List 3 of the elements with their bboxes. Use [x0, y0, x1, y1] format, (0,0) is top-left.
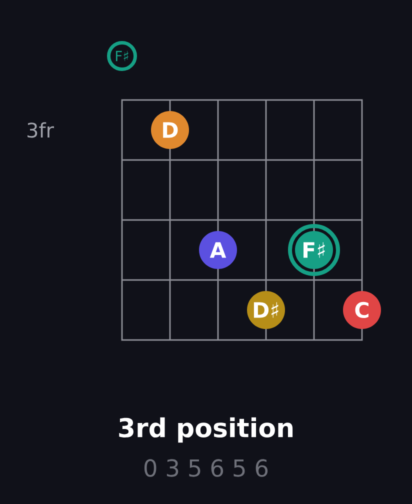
fret-number: 3fr	[28, 122, 54, 138]
fingering-text: 0 3 5 6 5 6	[144, 459, 268, 477]
chart-title: 3rd position	[119, 417, 293, 443]
